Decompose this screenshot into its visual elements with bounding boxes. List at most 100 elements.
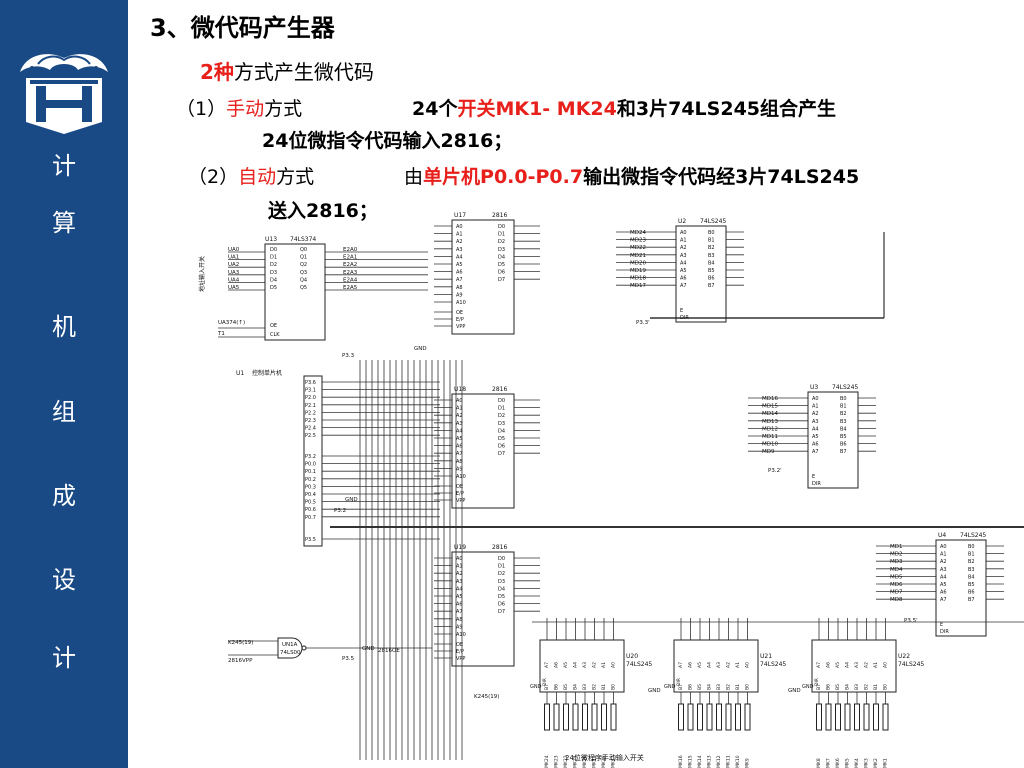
ground-label: GND: [362, 646, 375, 652]
pin-label: A4: [456, 586, 463, 592]
pin-label: B5: [697, 684, 703, 690]
switch-label: MK12: [716, 755, 722, 768]
pin-label: B6: [688, 684, 694, 690]
bus-label: MD23: [630, 238, 646, 244]
switch-label: MK1: [883, 758, 889, 768]
pin-label: D3: [498, 579, 505, 585]
pin-label: B4: [573, 684, 579, 690]
input-label: UA5: [228, 285, 240, 291]
pin-label: A4: [707, 662, 713, 668]
sidebar: 计 算 机 组 成 设 计: [0, 0, 128, 768]
pin-label: B3: [708, 253, 715, 259]
pin-label: B3: [840, 419, 847, 425]
switch-label: MK8: [816, 758, 822, 768]
pin-label: A3: [854, 662, 860, 668]
ground-label: GND: [802, 684, 814, 690]
pin-label: A7: [940, 597, 947, 603]
pin-label: D1: [498, 564, 505, 570]
input-label: UA0: [228, 247, 240, 253]
signal-label: P3.2: [334, 508, 346, 514]
pin-label: B5: [840, 434, 847, 440]
pin-label: B0: [883, 684, 889, 690]
pin-label: A7: [812, 449, 819, 455]
subtitle-num: 2: [200, 60, 214, 84]
pin-label: D0: [498, 224, 505, 230]
sidebar-char: 机: [52, 313, 76, 341]
switch-label: MK19: [592, 755, 598, 768]
output-label: E2A0: [343, 247, 358, 253]
pin-label: B1: [840, 404, 847, 410]
pin-label: B0: [745, 684, 751, 690]
pin-label: B5: [968, 582, 975, 588]
switch: [854, 703, 860, 731]
pin-label: CLK: [270, 332, 280, 338]
bus-label: MD5: [890, 574, 903, 580]
pin-label: A2: [864, 662, 870, 668]
output-label: E2A5: [343, 285, 358, 291]
chip-outline: [451, 219, 515, 335]
switch-label: MK17: [611, 755, 617, 768]
diagram-caption: 24位微程序手动输入开关: [565, 753, 644, 762]
nand-gate: [277, 637, 303, 659]
sidebar-char: 计: [52, 152, 76, 180]
switch: [725, 703, 732, 731]
chip-outline: [451, 393, 515, 509]
pin-label: B2: [726, 684, 732, 690]
chip-part: 74LS374: [290, 236, 316, 243]
pin-label: P0.0: [305, 462, 316, 468]
chip-outline: [303, 375, 323, 547]
item2-line2: 送入2816；: [268, 200, 378, 222]
sidebar-char: 成: [52, 482, 76, 510]
pin-label: A4: [456, 428, 463, 434]
switch: [863, 703, 870, 731]
chip-part: 74LS245: [700, 218, 726, 225]
item2-mode-red: 自动: [238, 166, 277, 188]
pin-label: P2.4: [305, 426, 316, 432]
pin-label: A3: [582, 662, 588, 668]
bus-label: MD13: [762, 419, 778, 425]
pin-label: A7: [456, 609, 463, 615]
pin-label: B6: [554, 684, 560, 690]
pin-label: A2: [592, 662, 598, 668]
pin-label: B0: [708, 230, 715, 236]
pin-label: E: [812, 474, 815, 480]
input-label: UA1: [228, 255, 239, 261]
switch-label: MK9: [745, 758, 751, 768]
chip-ref: U2: [678, 218, 686, 225]
pin-label: B5: [835, 684, 841, 690]
switch-label: MK23: [554, 755, 560, 768]
pin-label: B1: [968, 552, 975, 558]
chip-part: 2816: [492, 544, 507, 551]
pin-label: A5: [680, 268, 687, 274]
pin-label: DIR: [812, 481, 821, 487]
bus-label: MD18: [630, 276, 646, 282]
pin-label: D0: [498, 398, 505, 404]
pin-label: A9: [456, 466, 463, 472]
switch: [563, 703, 569, 731]
pin-label: B1: [708, 238, 715, 244]
pin-label: A0: [456, 556, 463, 562]
pin-label: B3: [968, 567, 975, 573]
switch-label: MK4: [854, 758, 860, 768]
pin-label: A6: [554, 662, 560, 668]
pin-label: Q3: [300, 270, 307, 276]
ground-label: GND: [414, 346, 427, 352]
chip-ref: U22: [898, 653, 910, 660]
pin-label: OE: [270, 323, 277, 329]
pin-label: E: [940, 622, 943, 628]
chip-outline: [539, 639, 625, 693]
pin-label: A6: [688, 662, 694, 668]
pin-label: A5: [563, 662, 569, 668]
ground-label: GND: [788, 688, 801, 694]
bus-label: MD15: [762, 404, 778, 410]
item2-line1: （2）自动方式: [188, 162, 314, 189]
chip-part: 74LS245: [960, 532, 986, 539]
pin-label: D0: [498, 556, 505, 562]
bus-label: MD19: [630, 268, 646, 274]
switch-label: MK16: [678, 755, 684, 768]
item1-mode-red: 手动: [226, 98, 265, 120]
pin-label: Q4: [300, 277, 307, 283]
pin-label: A5: [456, 262, 463, 268]
bus-label: MD14: [762, 411, 778, 417]
chip-outline: [264, 243, 326, 341]
